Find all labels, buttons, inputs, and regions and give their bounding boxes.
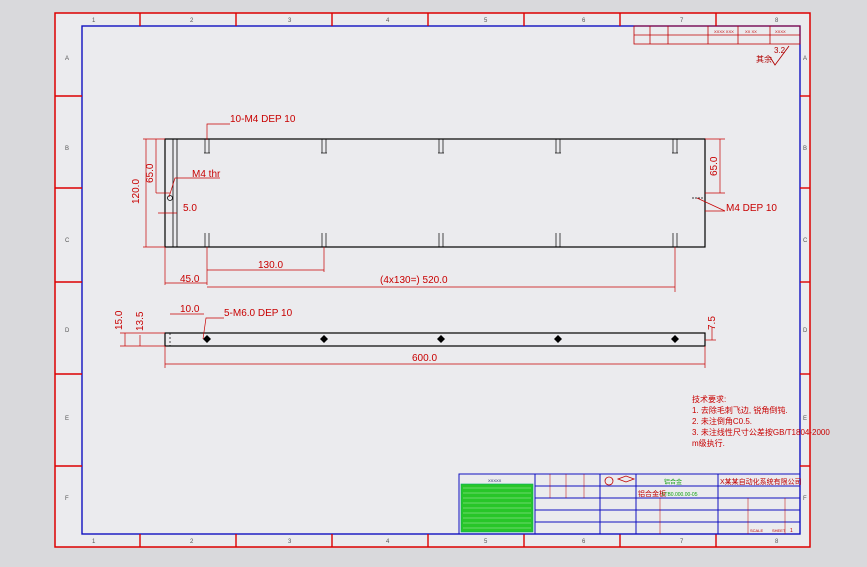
dim-pitch: 130.0 [258, 260, 283, 271]
title-block-fine-lines [549, 474, 786, 534]
dim-half-left: 65.0 [145, 163, 156, 183]
zone-number-top: 1 [92, 18, 96, 24]
zone-letter-left: F [65, 496, 69, 502]
zone-number-top: 7 [680, 18, 684, 24]
svg-text:XXXX XXX: XXXX XXX [714, 29, 734, 34]
zone-number-top: 4 [386, 18, 390, 24]
notes-heading: 技术要求: [692, 394, 726, 404]
side-hole-marker [320, 335, 328, 343]
zone-number-top: 6 [582, 18, 586, 24]
zone-number-bottom: 7 [680, 539, 684, 545]
zone-letter-right: D [803, 328, 808, 334]
callout-side-holes: 5-M6.0 DEP 10 [224, 308, 293, 319]
note-3: 3. 未注线性尺寸公差按GB/T1804-2000 [692, 427, 830, 437]
threaded-hole [204, 139, 210, 154]
title-block [458, 473, 801, 535]
zone-letter-right: B [803, 146, 807, 152]
side-hole-marker [437, 335, 445, 343]
svg-text:XXXXX: XXXXX [488, 478, 502, 483]
zone-number-bottom: 6 [582, 539, 586, 545]
zone-letter-right: C [803, 238, 808, 244]
side-hole-marker [554, 335, 562, 343]
dim-right: 7.5 [707, 316, 718, 330]
end-thread-hole [167, 195, 173, 201]
drawing-number: LTB0.000.00-05 [662, 492, 698, 498]
zone-number-top: 2 [190, 18, 194, 24]
dim-length: 600.0 [412, 353, 437, 364]
zone-number-top: 5 [484, 18, 488, 24]
zone-letter-right: F [803, 496, 807, 502]
roughness-value: 3.2 [774, 46, 786, 55]
zone-number-bottom: 2 [190, 539, 194, 545]
title-block-text: X某某自动化系统有限公司 铝合金板 铝合金 LTB0.000.00-05 SCA… [638, 477, 802, 534]
note-4: m级执行. [692, 438, 725, 448]
title-logo [604, 475, 636, 486]
top-view-holes [167, 139, 704, 248]
side-hole-marker [671, 335, 679, 343]
zone-number-bottom: 1 [92, 539, 96, 545]
svg-text:XX XX: XX XX [745, 29, 757, 34]
technical-notes: 技术要求: 1. 去除毛刺飞边, 锐角倒钝. 2. 未注倒角C0.5. 3. 未… [692, 394, 830, 448]
side-view-holes [203, 335, 679, 343]
zone-letter-left: E [65, 416, 69, 422]
dim-thickness: 15.0 [114, 310, 125, 330]
scale-label: SCALE [750, 528, 763, 533]
zone-letter-left: D [65, 328, 70, 334]
callout-right-hole: M4 DEP 10 [726, 203, 777, 214]
approval-stamp: XXXXX [460, 478, 534, 533]
sheet-outer-border [54, 12, 811, 548]
side-view [164, 332, 706, 347]
revision-block [633, 25, 801, 45]
zone-number-top: 3 [288, 18, 292, 24]
dim-half-right: 65.0 [709, 156, 720, 176]
company-name: X某某自动化系统有限公司 [720, 477, 802, 486]
roughness-symbol: 其余 3.2 [756, 45, 790, 66]
zone-letter-left: C [65, 238, 70, 244]
dim-width: 120.0 [131, 179, 142, 204]
zone-letter-left: B [65, 146, 69, 152]
top-view-dimensions [143, 123, 726, 292]
material: 铝合金 [664, 478, 682, 486]
note-2: 2. 未注倒角C0.5. [692, 416, 752, 426]
threaded-hole [555, 139, 561, 154]
zone-letter-right: E [803, 416, 807, 422]
side-view-dimensions [120, 313, 716, 368]
threaded-hole [438, 233, 444, 248]
dim-edge: 5.0 [183, 203, 197, 214]
side-hole-marker [203, 335, 211, 343]
threaded-hole [321, 139, 327, 154]
threaded-hole [672, 139, 678, 154]
dim-end: 10.0 [180, 304, 200, 315]
dim-pattern: (4x130=) 520.0 [380, 275, 448, 286]
dim-hole-height: 13.5 [135, 311, 146, 331]
dim-first: 45.0 [180, 274, 200, 285]
side-view-dimension-text: 15.0 13.5 10.0 5-M6.0 DEP 10 7.5 600.0 [114, 304, 718, 364]
top-view-dimension-text: 10-M4 DEP 10 M4 thr M4 DEP 10 120.0 65.0… [131, 114, 777, 286]
callout-thread: M4 thr [192, 169, 221, 180]
threaded-hole [555, 233, 561, 248]
zone-number-bottom: 5 [484, 539, 488, 545]
svg-text:XXXX: XXXX [775, 29, 786, 34]
zone-number-bottom: 4 [386, 539, 390, 545]
revision-block-scribble: XXXX XXX XX XX XXXX [714, 29, 786, 34]
zone-number-bottom: 8 [775, 539, 779, 545]
threaded-hole [438, 139, 444, 154]
sheet-inner-border [81, 25, 801, 535]
zone-number-bottom: 3 [288, 539, 292, 545]
callout-top-holes: 10-M4 DEP 10 [230, 114, 296, 125]
part-name: 铝合金板 [638, 489, 666, 498]
sheet-value: 1 [790, 528, 793, 534]
zone-number-top: 8 [775, 18, 779, 24]
zone-letter-right: A [803, 56, 807, 62]
roughness-prefix: 其余 [756, 54, 772, 64]
sheet-label: SHEET [772, 528, 786, 533]
zone-letter-left: A [65, 56, 69, 62]
note-1: 1. 去除毛刺飞边, 锐角倒钝. [692, 405, 788, 415]
